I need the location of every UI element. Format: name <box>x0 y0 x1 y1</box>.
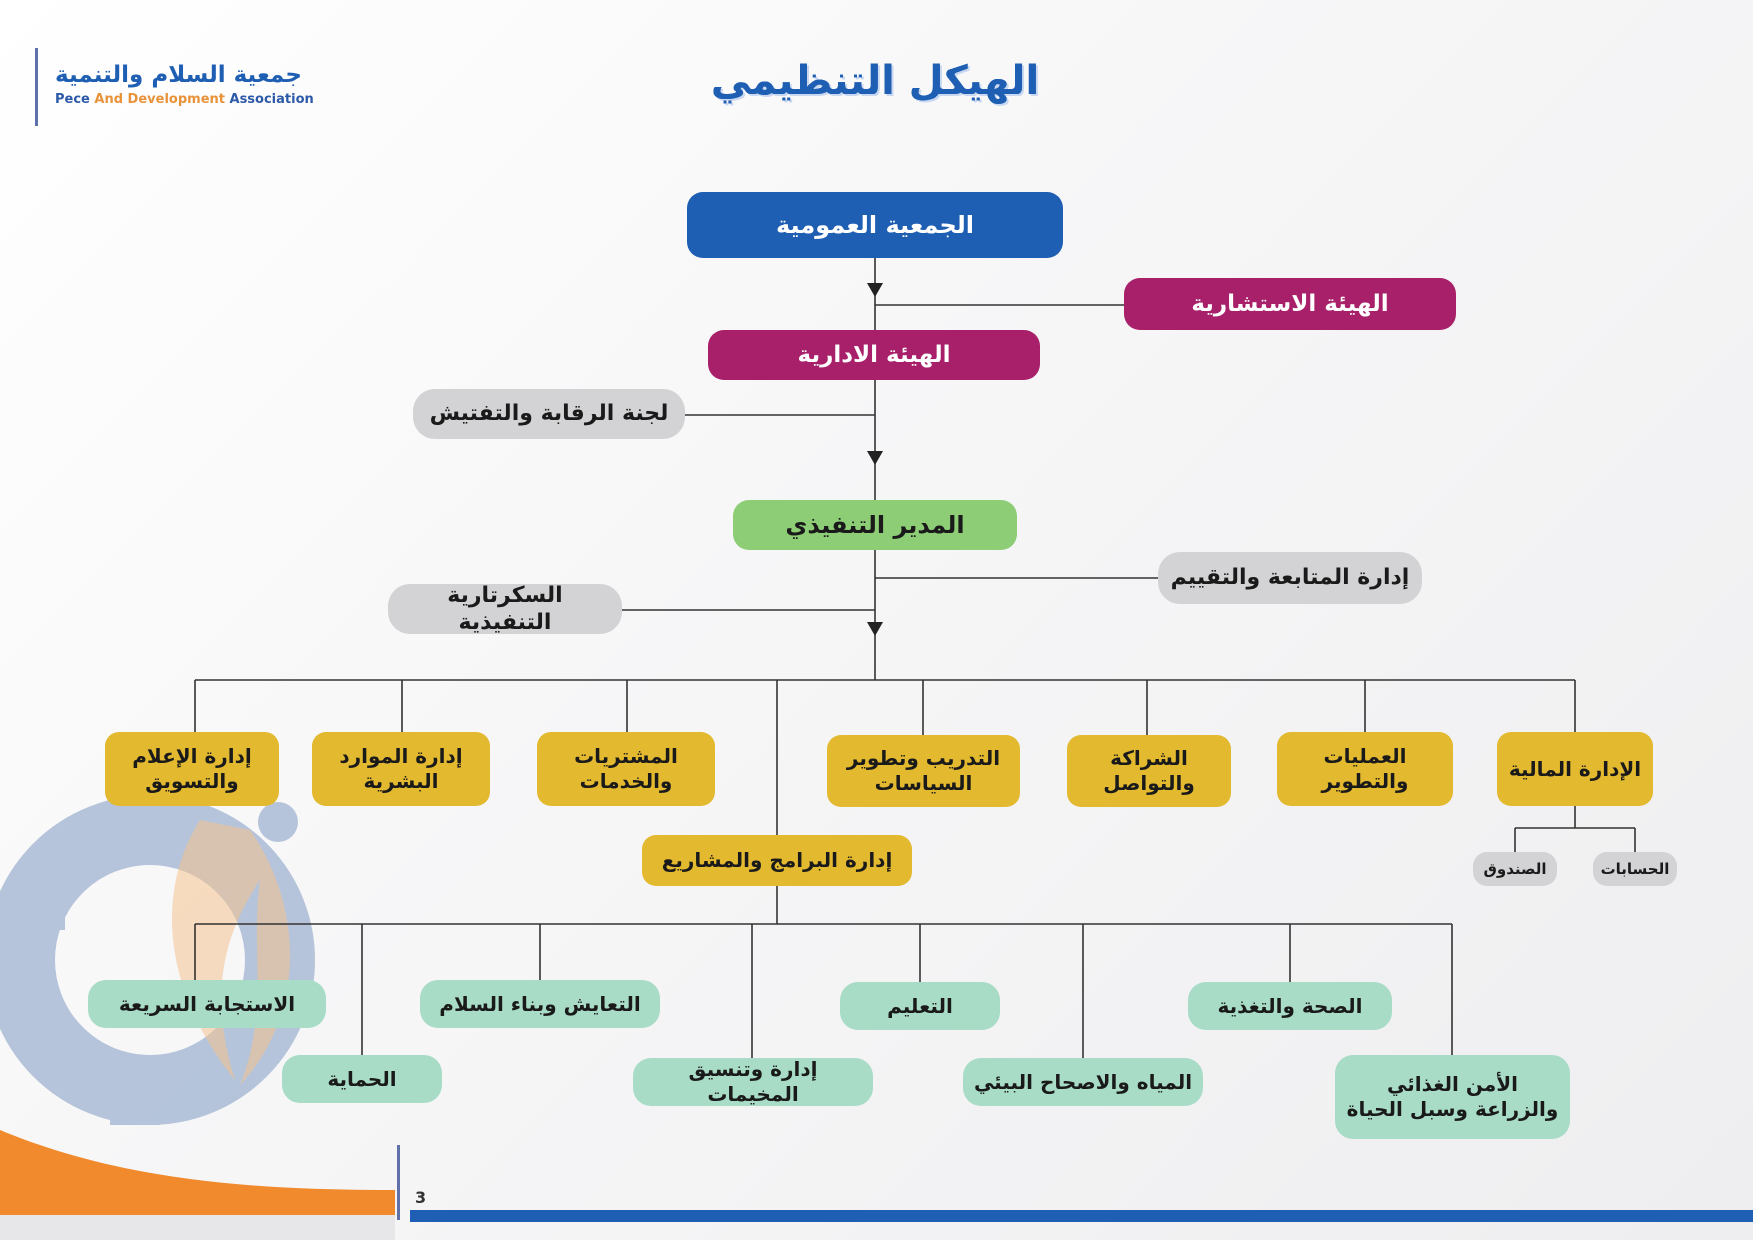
footer-grey-strip <box>0 1215 395 1240</box>
org-connectors <box>194 258 1636 1058</box>
board-box: الهيئة الادارية <box>708 330 1040 380</box>
coexistence-program-box: التعايش وبناء السلام <box>420 980 660 1028</box>
monitoring-evaluation-box: إدارة المتابعة والتقييم <box>1158 552 1422 604</box>
logo-arabic-text: جمعية السلام والتنمية <box>55 62 302 88</box>
hr-department-box: إدارة الموارد البشرية <box>312 732 490 806</box>
training-department-box: التدريب وتطوير السياسات <box>827 735 1020 807</box>
logo-divider <box>35 48 38 126</box>
rapid-response-program-box: الاستجابة السريعة <box>88 980 326 1028</box>
audit-committee-box: لجنة الرقابة والتفتيش <box>413 389 685 439</box>
page-number: 3 <box>415 1188 427 1207</box>
logo-english-part-b: And Development <box>94 92 225 107</box>
fund-unit-box: الصندوق <box>1473 852 1557 886</box>
protection-program-box: الحماية <box>282 1055 442 1103</box>
page-title: الهيكل التنظيمي <box>710 58 1040 104</box>
wash-program-box: المياه والاصحاح البيئي <box>963 1058 1203 1106</box>
procurement-department-box: المشتريات والخدمات <box>537 732 715 806</box>
camps-program-box: إدارة وتنسيق المخيمات <box>633 1057 873 1106</box>
health-program-box: الصحة والتغذية <box>1188 982 1392 1030</box>
education-program-box: التعليم <box>840 982 1000 1030</box>
media-department-box: إدارة الإعلام والتسويق <box>105 732 279 806</box>
finance-department-box: الإدارة المالية <box>1497 732 1653 806</box>
logo-english-text: Pece And Development Association <box>55 92 335 107</box>
footer-blue-bar <box>410 1210 1753 1222</box>
executive-secretariat-box: السكرتارية التنفيذية <box>388 583 622 635</box>
food-security-program-box: الأمن الغذائي والزراعة وسبل الحياة <box>1335 1055 1570 1139</box>
executive-director-box: المدير التنفيذي <box>733 500 1017 550</box>
logo-english-part-c: Association <box>224 92 314 107</box>
programs-department-box: إدارة البرامج والمشاريع <box>642 835 912 886</box>
advisory-body-box: الهيئة الاستشارية <box>1124 278 1456 330</box>
footer-orange-bar <box>0 1130 395 1215</box>
operations-department-box: العمليات والتطوير <box>1277 732 1453 806</box>
footer-divider <box>397 1145 400 1220</box>
connector-arrows <box>867 283 883 636</box>
general-assembly-box: الجمعية العمومية <box>687 192 1063 258</box>
partnership-department-box: الشراكة والتواصل <box>1067 735 1231 807</box>
accounts-unit-box: الحسابات <box>1593 852 1677 886</box>
logo-english-part-a: Pece <box>55 92 95 107</box>
